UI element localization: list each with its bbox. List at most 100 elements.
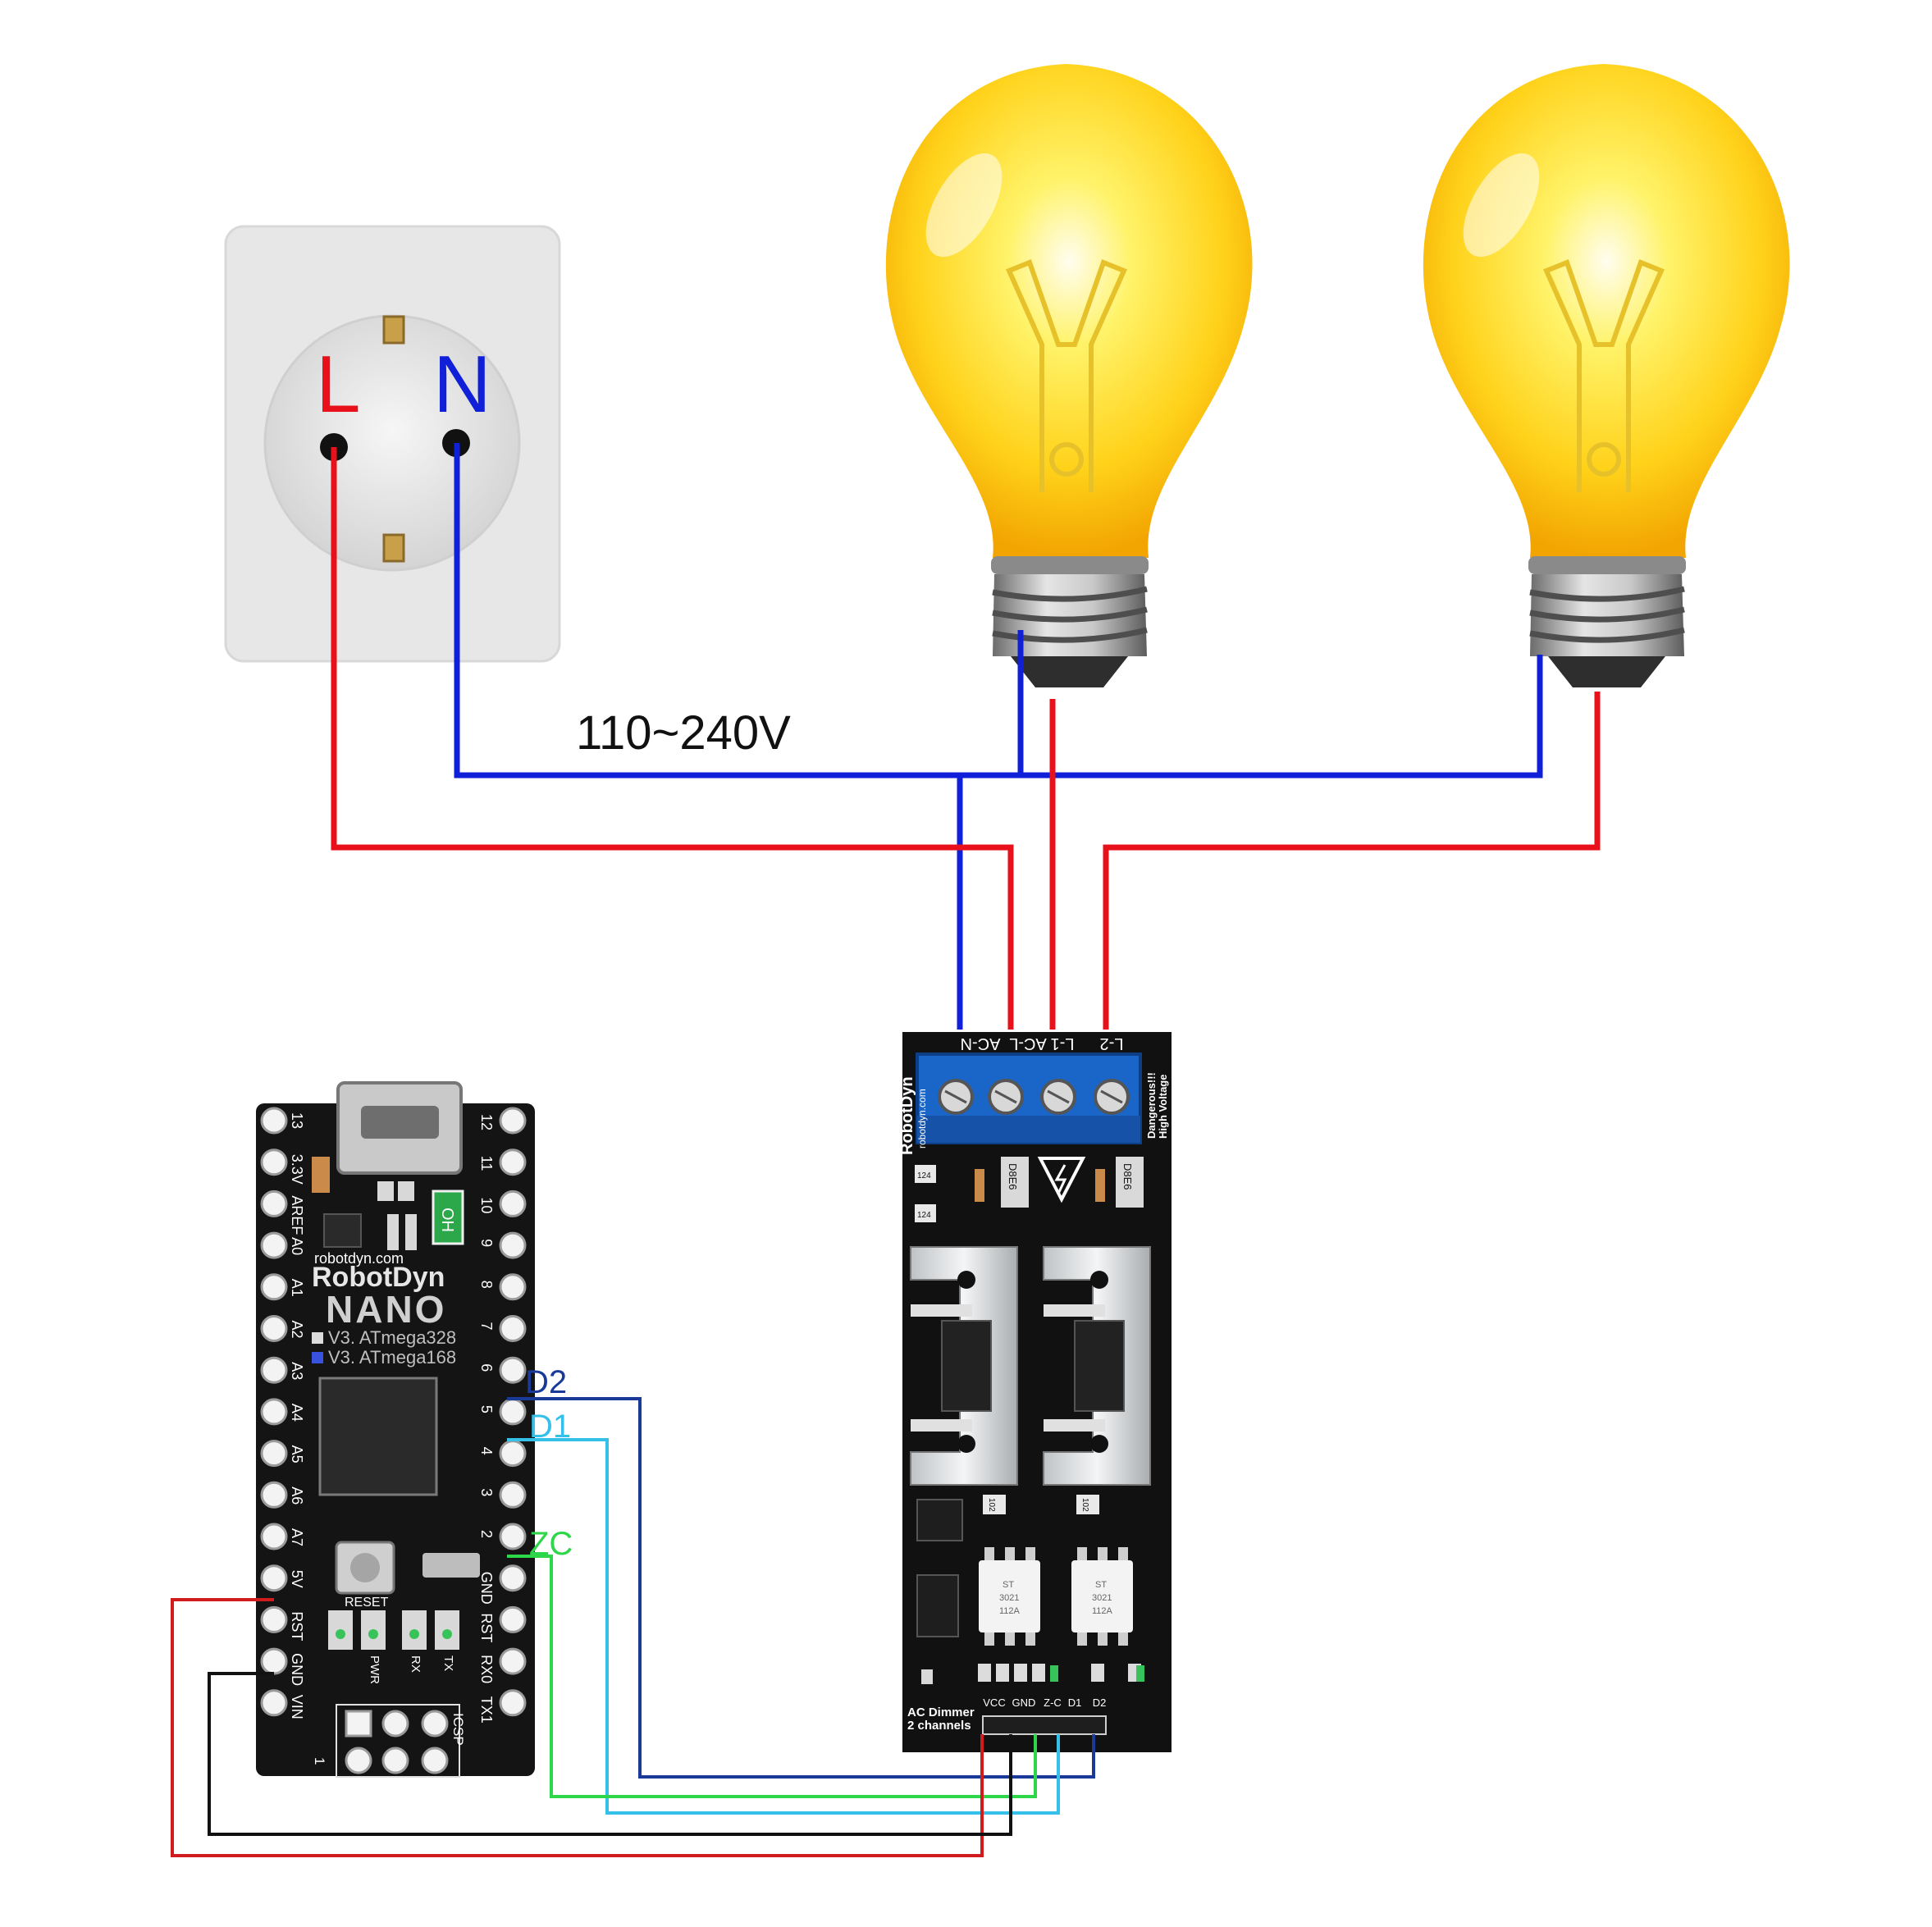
dimmer-warning-1: Dangerous!!! [1145,1072,1158,1139]
nano-right-pin-label: 5 [478,1405,495,1413]
nano-left-pin-pad [260,1605,288,1633]
nano-right-pin-pad [499,1647,527,1675]
nano-variant-2: V3. ATmega168 [328,1347,456,1368]
bulb-2 [1423,64,1790,687]
cap-code-1: 124 [917,1171,931,1180]
bulb-1-highlight [925,153,1003,258]
dimmer-brand-url: robotdyn.com [916,1089,928,1148]
nano-right-pin-pad [499,1190,527,1217]
nano-right-pin-pad [499,1440,527,1468]
heatsink-1 [910,1246,1018,1486]
bulb-2-glass [1423,64,1790,558]
nano-right-pin-label: 8 [478,1281,495,1289]
terminal-label-ac-n: AC-N [961,1034,1001,1053]
nano-left-pin-label: GND [289,1653,305,1686]
bulb-2-contact [1548,656,1665,687]
nano-right-pin-pad [499,1231,527,1259]
nano-left-pin-label: 3.3V [289,1154,305,1185]
socket-neutral-label: N [433,339,491,429]
terminal-label-l-1: L-1 [1051,1034,1075,1053]
dimmer-pin-header [982,1715,1107,1735]
nano-leds [328,1610,459,1650]
opto-1-line2: 3021 [999,1593,1019,1603]
nano-right-pin-pads [499,1107,527,1717]
nano-right-pin-pad [499,1273,527,1301]
nano-left-pin-pad [260,1356,288,1384]
terminal-screws [938,1079,1130,1115]
header-pin-d2: D2 [1093,1696,1107,1709]
nano-left-pin-pad [260,1481,288,1509]
nano-left-pin-pads [260,1107,288,1717]
header-pin-vcc: VCC [983,1696,1005,1709]
heatsink-2 [1043,1246,1151,1486]
nano-right-pin-pad [499,1107,527,1135]
header-pin-d1: D1 [1068,1696,1082,1709]
opto-1-line3: 112A [999,1606,1021,1616]
nano-right-pin-label: RST [478,1613,495,1642]
opto-2-line3: 112A [1092,1606,1113,1616]
high-voltage-icon [1037,1157,1086,1203]
nano-right-pin-pad [499,1481,527,1509]
dimmer-warning-2: High Voltage [1157,1075,1169,1139]
nano-right-pin-label: 3 [478,1488,495,1496]
bulb-1 [885,64,1253,687]
ground-clip-bottom [382,533,405,563]
nano-right-pin-pad [499,1356,527,1384]
socket-live-label: L [316,339,361,429]
wire-d2 [507,1397,1095,1779]
nano-left-pin-label: A7 [289,1528,305,1546]
nano-icsp-label: ICSP [450,1713,466,1746]
nano-left-pin-pad [260,1231,288,1259]
nano-right-pin-label: 2 [478,1530,495,1538]
signal-label-zc: ZC [529,1526,573,1562]
nano-site: robotdyn.com [314,1250,404,1267]
wire-zc [507,1555,1037,1798]
bulb-1-threads [992,586,1148,643]
nano-led-rx: RX [409,1655,422,1673]
nano-left-pin-pad [260,1689,288,1717]
nano-left-pin-pad [260,1564,288,1592]
bulb-1-contact [1011,656,1128,687]
optocoupler-1: ST 3021 112A [979,1547,1040,1646]
nano-right-pin-label: 10 [478,1197,495,1213]
nano-left-pin-pad [260,1315,288,1342]
nano-brand: RobotDyn [312,1262,445,1293]
live-wire-to-dimmer [331,447,1014,1030]
nano-left-pin-pad [260,1148,288,1176]
bulb-1-neck [991,556,1149,574]
nano-oh-component [432,1190,464,1245]
wire-gnd [208,1672,1012,1836]
nano-led-tx: TX [441,1655,455,1671]
live-wire-bulb2 [1103,692,1601,1030]
bulb-2-highlight [1463,153,1540,258]
nano-left-pin-label: A6 [289,1486,305,1505]
terminal-label-l-2: L-2 [1100,1034,1124,1053]
ac-dimmer-module: AC-N AC-L L-1 L-2 RobotDyn robotdyn.com … [898,1032,1172,1752]
nano-left-pin-label: AREF [289,1195,305,1235]
wall-socket: L N [224,225,561,663]
opto-2-line1: ST [1095,1580,1107,1590]
mains-wiring [331,443,1601,1030]
resistor-code-1: D8E6 [1007,1163,1019,1190]
header-pin-gnd: GND [1012,1696,1036,1709]
nano-left-pin-label: A5 [289,1445,305,1464]
nano-left-pin-pad [260,1273,288,1301]
nano-model: NANO [326,1288,446,1331]
bulb-2-filament [1542,259,1665,492]
nano-variant-1: V3. ATmega328 [328,1327,456,1348]
voltage-label: 110~240V [576,706,791,760]
signal-wiring [171,1397,1095,1857]
dimmer-header-pin-labels: VCC GND Z-C D1 D2 [983,1696,1106,1709]
nano-led-pwr: PWR [368,1655,381,1684]
nano-right-pin-label: 9 [478,1239,495,1247]
nano-left-pin-label: A0 [289,1237,305,1255]
nano-right-pin-pad [499,1523,527,1550]
dimmer-header-title-2: 2 channels [907,1719,971,1733]
nano-left-pin-label: A3 [289,1362,305,1380]
dimmer-brand: RobotDyn [898,1076,916,1155]
nano-left-pin-pad [260,1190,288,1217]
nano-icsp-pads [345,1710,449,1774]
neutral-wire-main [454,443,1543,779]
